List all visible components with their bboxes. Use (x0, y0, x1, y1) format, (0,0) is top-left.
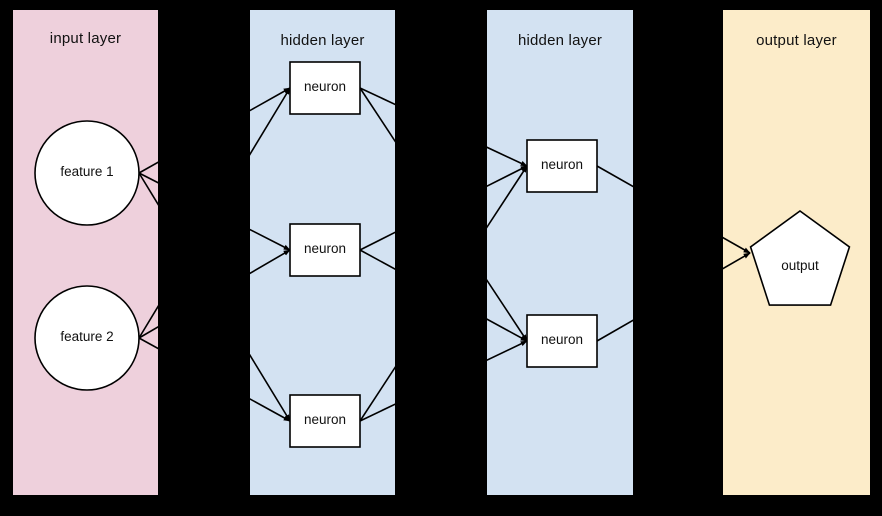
edge-h1-neuron-1-to-h2-neuron-1 (487, 146, 528, 167)
node-feature-1[interactable] (34, 120, 140, 226)
edge-feature-2-to-h1-neuron-3 (250, 398, 291, 422)
edge-feature-1-to-h1-neuron-2 (250, 228, 291, 251)
node-output-node[interactable] (749, 210, 851, 306)
node-feature-2[interactable] (34, 285, 140, 391)
edge-h1-neuron-3-to-h2-neuron-1 (359, 366, 395, 422)
edge-h1-neuron-1-to-h2-neuron-2 (359, 87, 395, 143)
edge-feature-1-to-h1-neuron-1 (138, 161, 158, 174)
edge-h1-neuron-2-to-h2-neuron-1 (487, 165, 528, 188)
edge-feature-2-to-h1-neuron-2 (250, 249, 291, 275)
edge-feature-2-to-h1-neuron-1 (138, 304, 158, 339)
edge-feature-1-to-h1-neuron-3 (250, 353, 291, 422)
layer-graphics-hidden-2 (487, 139, 633, 368)
edge-h1-neuron-2-to-h2-neuron-2 (487, 318, 528, 342)
layer-graphics-hidden-1 (250, 61, 395, 448)
edge-h1-neuron-2-to-h2-neuron-1 (359, 231, 395, 251)
node-h1-neuron-3[interactable] (289, 394, 361, 448)
edge-h1-neuron-3-to-h2-neuron-2 (487, 340, 528, 362)
edge-feature-2-to-h1-neuron-3 (138, 337, 158, 350)
layer-graphics-output (723, 210, 851, 306)
layer-graphics-input (34, 120, 158, 391)
edge-feature-2-to-h1-neuron-2 (138, 326, 158, 339)
edge-h2-neuron-1-to-output-node (723, 236, 751, 254)
edge-h1-neuron-3-to-h2-neuron-1 (487, 165, 528, 229)
layer-title-hidden-1: hidden layer (280, 32, 365, 49)
layer-title-hidden-2: hidden layer (517, 32, 603, 49)
edge-h1-neuron-3-to-h2-neuron-2 (359, 403, 395, 422)
node-h2-neuron-2[interactable] (526, 314, 598, 368)
edge-feature-1-to-h1-neuron-2 (138, 172, 158, 184)
edge-h1-neuron-1-to-h2-neuron-1 (359, 87, 395, 106)
layer-title-output: output layer (756, 32, 837, 49)
edge-feature-2-to-h1-neuron-1 (250, 87, 291, 156)
edge-h2-neuron-2-to-output-node (596, 319, 633, 342)
edge-feature-1-to-h1-neuron-1 (250, 87, 291, 112)
edge-h2-neuron-1-to-output-node (596, 165, 633, 188)
layer-title-input: input layer (49, 30, 122, 47)
edge-h2-neuron-2-to-output-node (723, 252, 751, 270)
edge-h1-neuron-2-to-h2-neuron-2 (359, 249, 395, 270)
node-h2-neuron-1[interactable] (526, 139, 598, 193)
edge-h1-neuron-1-to-h2-neuron-2 (487, 278, 528, 342)
edge-feature-1-to-h1-neuron-3 (138, 172, 158, 206)
node-h1-neuron-1[interactable] (289, 61, 361, 115)
node-h1-neuron-2[interactable] (289, 223, 361, 277)
